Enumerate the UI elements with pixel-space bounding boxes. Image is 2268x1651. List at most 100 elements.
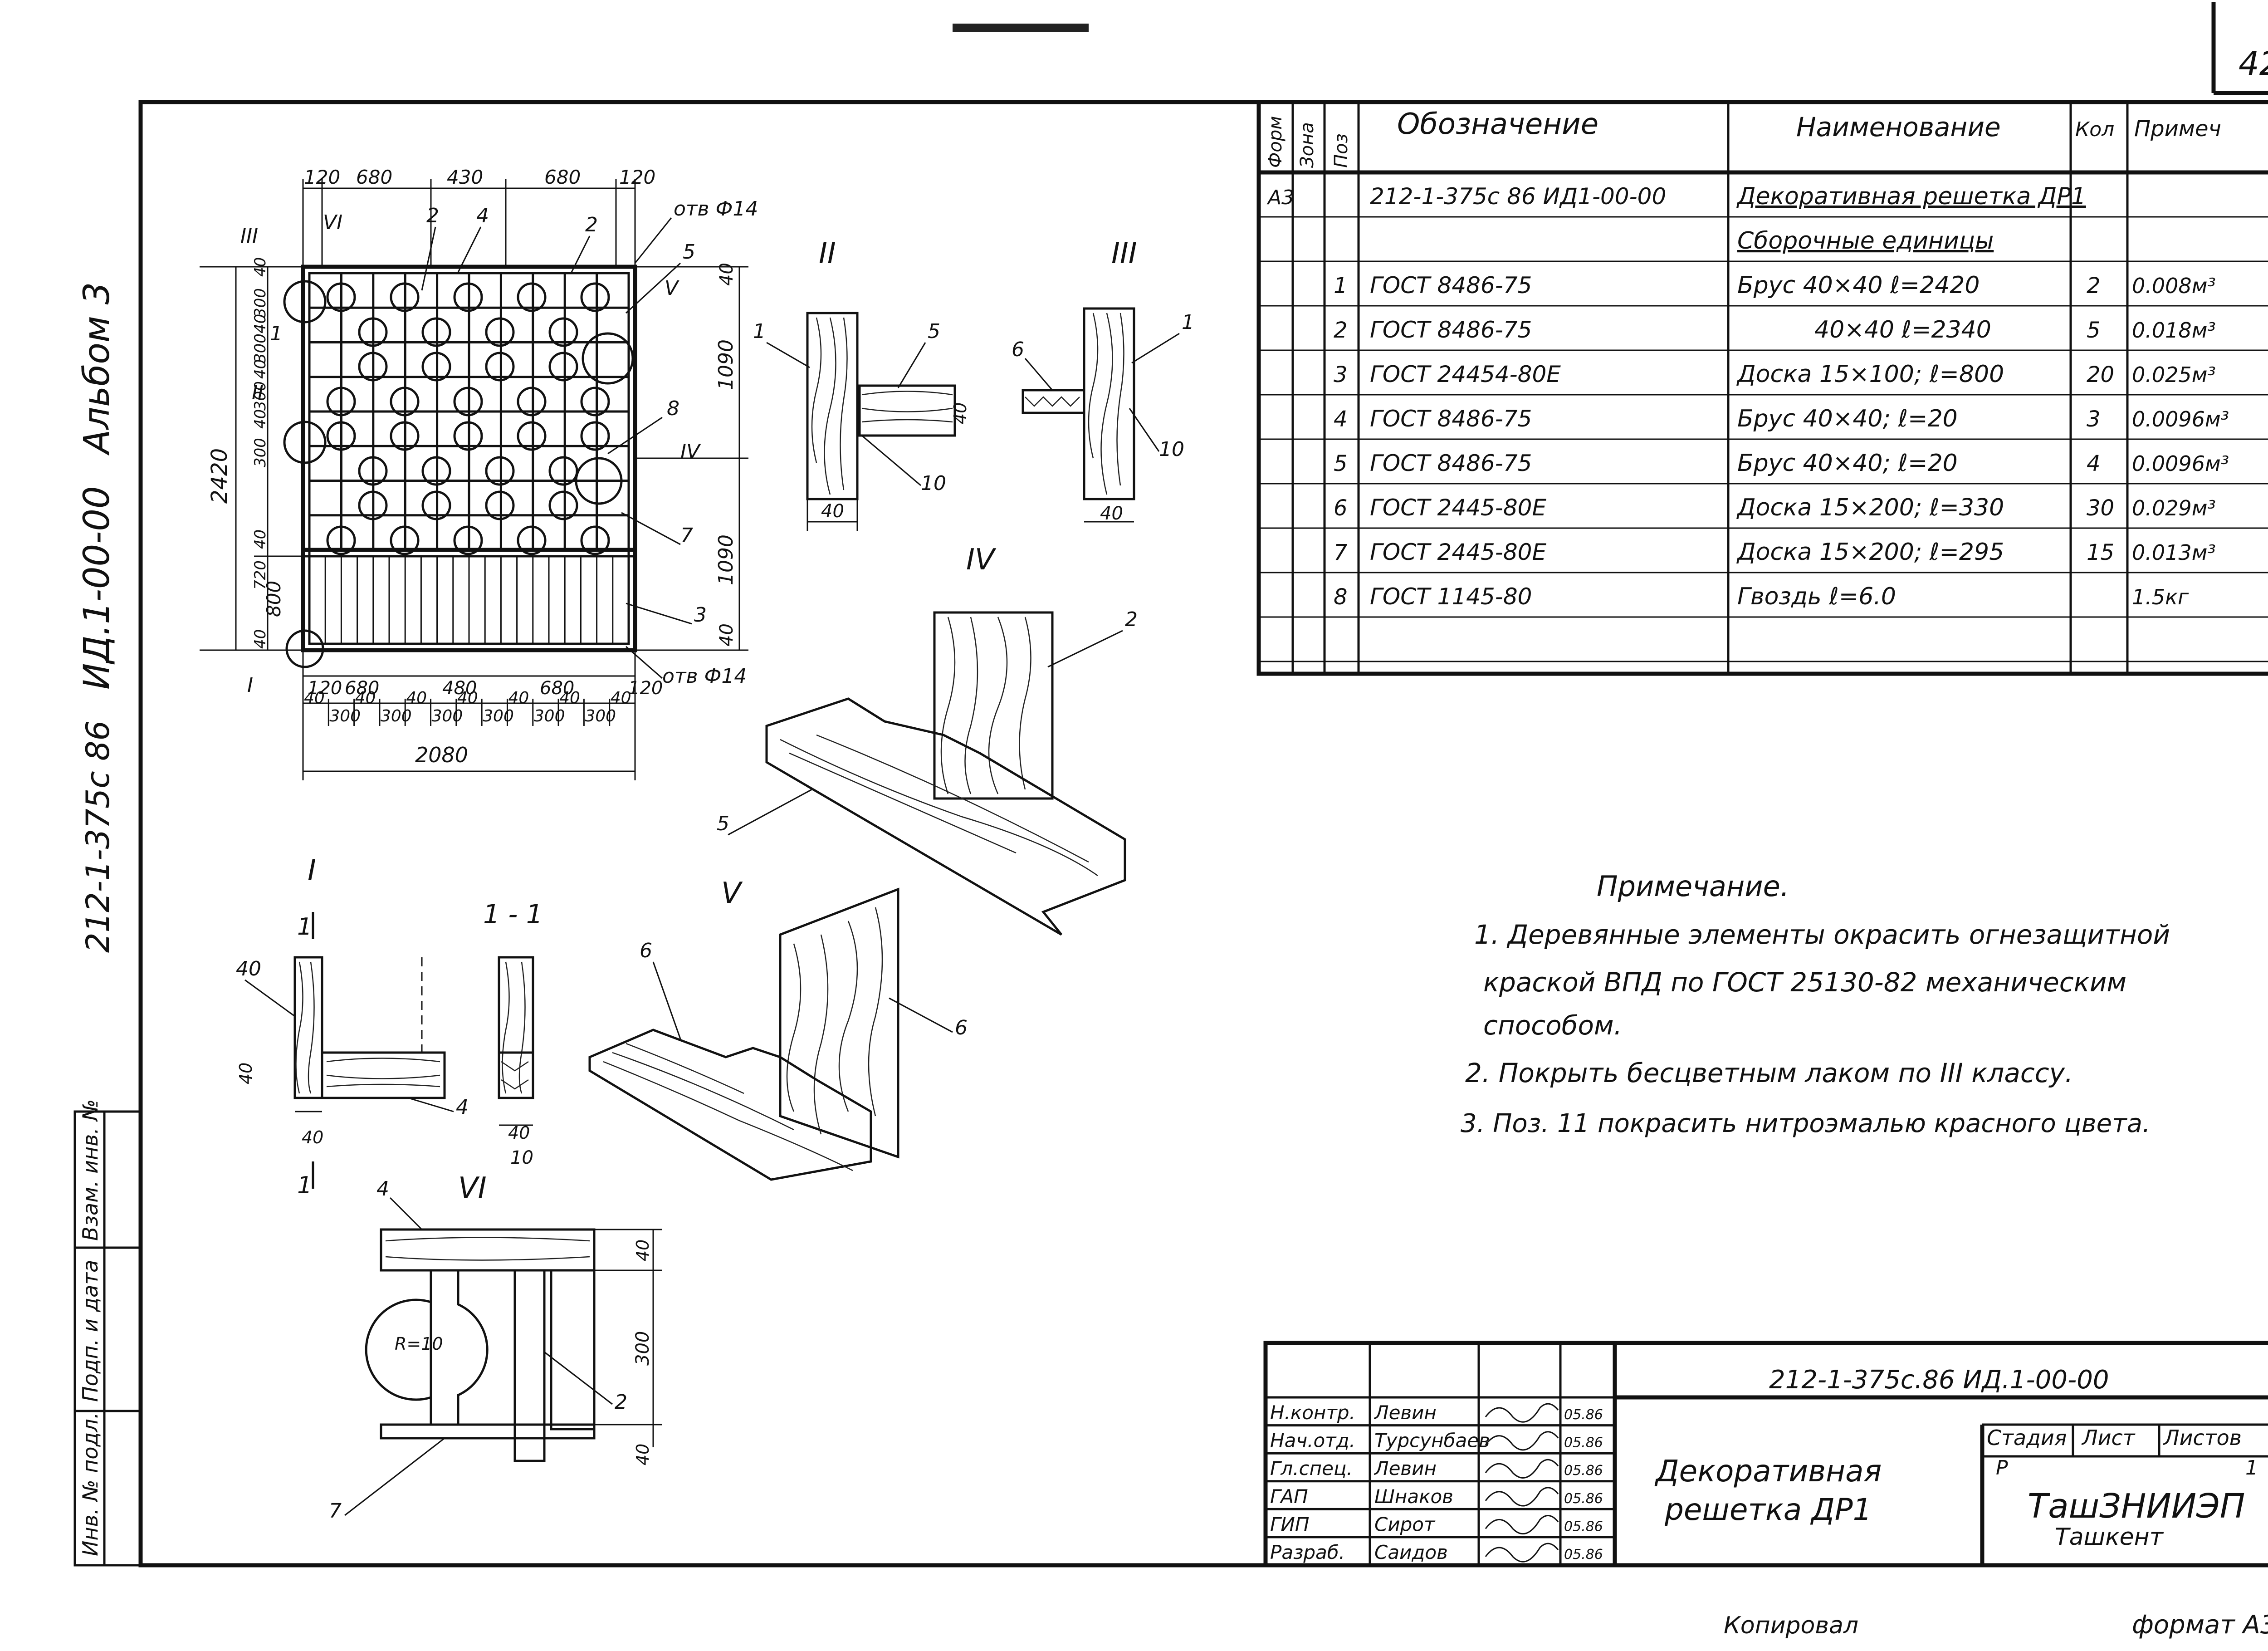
tb-code: 212-1-375с.86 ИД.1-00-00 <box>1769 1365 2109 1395</box>
spec-row-4-qty: 20 <box>2087 362 2114 387</box>
stamp-inv-podl: Инв. № подл. <box>78 1412 103 1556</box>
section-VI: VI 4 R=10 40 300 40 2 7 <box>329 1171 662 1523</box>
spec-row-4-designation: ГОСТ 24454-80Е <box>1370 361 1561 387</box>
sec2-label-10: 10 <box>921 472 946 495</box>
spec-row-7-designation: ГОСТ 2445-80Е <box>1370 495 1546 521</box>
lattice-hole <box>421 317 451 347</box>
header-designation: Обозначение <box>1397 108 1598 141</box>
lattice-hole <box>485 317 515 347</box>
dim-left-0: 40 <box>251 257 269 277</box>
drawing-frame <box>138 100 2268 1568</box>
spec-row-7-note: 0.029м³ <box>2132 496 2216 520</box>
lattice-hole <box>580 387 610 416</box>
spec-row-2-note: 0.008м³ <box>2132 274 2216 298</box>
sec2-label-1: 1 <box>753 320 766 343</box>
tb-signature-2 <box>1485 1459 1559 1479</box>
dim-top-4: 120 <box>619 166 655 188</box>
dim-bottom-a-2: 480 <box>442 678 477 699</box>
lattice-hole <box>548 456 578 486</box>
section-IV: IV 2 5 <box>717 543 1138 936</box>
lattice-hole <box>580 421 610 451</box>
page-number: 42 <box>2239 44 2268 83</box>
lattice-hole <box>485 456 515 486</box>
sec11-label-10: 10 <box>510 1147 533 1168</box>
tb-stage-header: Стадия <box>1987 1426 2067 1450</box>
sec2-title: II <box>819 237 836 270</box>
album-label: Альбом 3 <box>77 282 117 456</box>
specification-table: Форм Зона Поз Обозначение Наименование К… <box>1256 100 2268 676</box>
dim-left-2: 40 <box>251 314 269 333</box>
sec11-title: 1 - 1 <box>483 899 543 930</box>
spec-row-7-pos: 6 <box>1334 495 1348 521</box>
lattice-hole <box>548 490 578 520</box>
tb-signature-1 <box>1485 1431 1559 1451</box>
stamp-vzam-inv: Взам. инв. № <box>78 1099 103 1241</box>
spec-row-6-qty: 4 <box>2087 451 2101 476</box>
sec4-label-5: 5 <box>717 812 729 835</box>
dim-bottom-b-2: 40 <box>355 689 376 707</box>
sec2-label-40b: 40 <box>821 501 844 522</box>
section-I: I 1 1 40 40 40 4 <box>236 854 469 1199</box>
tb-city: Ташкент <box>2055 1524 2164 1551</box>
lattice-hole <box>548 317 578 347</box>
lattice-hole <box>548 352 578 382</box>
header-pos: Поз <box>1331 133 1352 168</box>
spec-row-4-pos: 3 <box>1334 362 1348 387</box>
scan-mark <box>953 24 1089 32</box>
tb-signature-5 <box>1485 1543 1559 1563</box>
dim-bottom-a-1: 680 <box>345 678 379 699</box>
tb-signature-3 <box>1485 1487 1559 1507</box>
part-label-7: 7 <box>680 524 693 547</box>
lattice-hole <box>453 525 483 555</box>
lattice-hole <box>580 282 610 312</box>
note-line-3: способом. <box>1483 1010 1622 1041</box>
lattice-hole <box>358 352 388 382</box>
tb-sheets-header: Листов <box>2163 1426 2242 1450</box>
sec6-label-300: 300 <box>632 1331 653 1366</box>
spec-row-7-name: Доска 15×200; ℓ=330 <box>1736 494 2004 521</box>
part-label-V: V <box>665 277 679 300</box>
sec6-title: VI <box>458 1171 487 1205</box>
spec-row-9-name: Гвоздь ℓ=6.0 <box>1737 583 1896 610</box>
spec-row-3-pos: 2 <box>1334 318 1348 343</box>
dim-left-5: 300 <box>251 381 269 411</box>
tb-date-5: 05.86 <box>1564 1547 1603 1563</box>
tb-role-0: Н.контр. <box>1270 1401 1355 1424</box>
callout-circle-II <box>283 421 327 464</box>
section-1-1: 1 - 1 40 10 <box>483 899 543 1168</box>
dim-800: 800 <box>263 581 285 617</box>
spec-row-8-pos: 7 <box>1334 540 1348 565</box>
dim-left-1: 300 <box>251 288 269 318</box>
dim-bottom-b-3: 300 <box>381 707 412 725</box>
tb-title-2: решетка ДР1 <box>1664 1492 1872 1527</box>
lattice-hole <box>485 352 515 382</box>
lattice-hole <box>421 352 451 382</box>
bottom-note: Копировал <box>1724 1612 1858 1639</box>
tb-date-0: 05.86 <box>1564 1407 1603 1423</box>
spec-row-0-name: Декоративная решетка ДР1 <box>1736 183 2086 210</box>
spec-row-6-name: Брус 40×40; ℓ=20 <box>1737 450 1958 477</box>
section-III: III 6 1 10 40 <box>1012 237 1194 524</box>
lattice-hole <box>358 456 388 486</box>
tb-sheet-header: Лист <box>2081 1426 2136 1450</box>
dim-bottom-b-0: 40 <box>304 689 325 707</box>
side-code: ИД.1-00-00 <box>77 486 117 690</box>
lattice-hole <box>453 421 483 451</box>
header-name: Наименование <box>1796 112 2001 142</box>
dim-bottom-b-4: 40 <box>406 689 427 707</box>
dim-bottom-b-11: 300 <box>585 707 616 725</box>
callout-circle-I <box>285 629 324 668</box>
lattice-hole <box>326 282 356 312</box>
dim-right-3: 40 <box>716 623 737 647</box>
spec-row-0-form: А3 <box>1266 186 1294 209</box>
sec5-title: V <box>721 877 743 910</box>
spec-row-6-pos: 5 <box>1334 451 1348 476</box>
callout-circle-IV <box>575 457 623 505</box>
sec3-label-6: 6 <box>1012 338 1024 361</box>
tb-role-4: ГИП <box>1270 1513 1309 1535</box>
tb-name-1: Турсунбаев <box>1374 1430 1490 1452</box>
spec-row-0-designation: 212-1-375с 86 ИД1-00-00 <box>1370 183 1666 210</box>
part-label-8: 8 <box>667 397 679 420</box>
lattice-hole <box>485 490 515 520</box>
